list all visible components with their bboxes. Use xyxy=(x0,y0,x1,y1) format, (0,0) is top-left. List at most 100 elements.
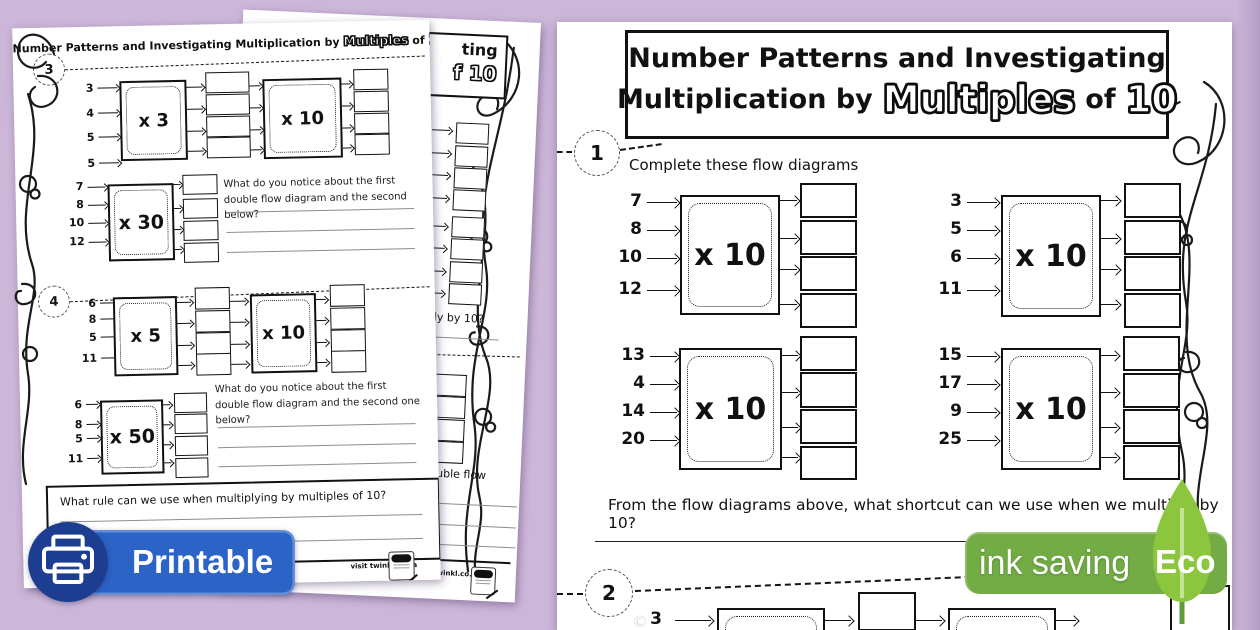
answer-box xyxy=(331,350,367,373)
operator-label: x 10 xyxy=(1015,391,1087,427)
arrow-right-icon xyxy=(781,427,798,428)
arrow-right-icon xyxy=(650,384,677,385)
answer-box xyxy=(205,71,250,94)
answer-box xyxy=(206,115,251,138)
answer-box xyxy=(206,136,251,159)
answer-line xyxy=(217,443,416,449)
section-divider-dashed xyxy=(557,151,572,153)
arrow-right-icon xyxy=(230,321,247,323)
operator-label: x 10 xyxy=(694,237,766,273)
section-number: 1 xyxy=(590,141,604,165)
operator-label: x 10 xyxy=(280,107,325,130)
answer-box xyxy=(1124,293,1181,328)
section-number-badge: 1 xyxy=(574,130,620,176)
arrow-right-icon xyxy=(184,108,203,110)
arrow-right-icon xyxy=(231,363,248,365)
page-title-bubble: Multiples xyxy=(882,77,1076,122)
arrow-right-icon xyxy=(98,136,119,138)
arrow-right-icon xyxy=(97,112,118,114)
copyright-watermark: © xyxy=(632,612,648,630)
arrow-right-icon xyxy=(781,457,798,458)
operator-label: x 10 xyxy=(694,391,767,427)
input-number: 13 xyxy=(621,345,645,365)
answer-box xyxy=(1123,336,1180,371)
input-number: 5 xyxy=(950,219,962,239)
arrow-right-icon xyxy=(647,230,677,231)
answer-box xyxy=(451,216,486,239)
swirl-decoration xyxy=(14,33,59,486)
worksheet-page-back: ting f 10 tiply by 10? double flow xyxy=(216,9,542,603)
section-number-badge: 2 xyxy=(585,569,633,617)
input-number: 15 xyxy=(938,345,962,365)
arrow-right-icon xyxy=(675,620,711,621)
answer-box xyxy=(205,93,251,116)
arrow-right-icon xyxy=(229,300,246,302)
operator-label: x 50 xyxy=(109,425,156,449)
page-title-line2: Multiplication by Multiples of 10 xyxy=(617,77,1178,122)
answer-box xyxy=(175,457,209,479)
arrow-right-icon xyxy=(97,87,118,89)
arrow-right-icon xyxy=(174,301,191,304)
answer-box xyxy=(800,256,857,291)
arrow-right-icon xyxy=(650,356,677,357)
arrow-right-icon xyxy=(249,85,261,87)
arrow-right-icon xyxy=(1100,269,1118,270)
answer-box xyxy=(173,392,208,414)
twinkl-logo-icon xyxy=(388,551,415,581)
answer-line xyxy=(226,248,415,253)
worksheet-page-main: Number Patterns and Investigating Multip… xyxy=(557,22,1232,630)
answer-box xyxy=(1124,220,1181,255)
arrow-right-icon xyxy=(432,129,451,132)
arrow-right-icon xyxy=(175,344,192,347)
arrow-right-icon xyxy=(650,412,677,413)
input-number: 25 xyxy=(938,429,962,449)
answer-box xyxy=(800,409,857,444)
answer-box xyxy=(353,90,390,113)
ink-saving-label: ink saving xyxy=(979,544,1131,582)
arrow-right-icon xyxy=(967,202,997,203)
operator-box: x 10 xyxy=(680,195,780,315)
answer-box xyxy=(183,220,219,241)
answer-box xyxy=(455,122,490,145)
input-number: 3 xyxy=(650,609,662,629)
arrow-right-icon xyxy=(185,130,204,132)
answer-box xyxy=(1123,445,1180,480)
input-number: 11 xyxy=(938,279,962,299)
answer-box xyxy=(452,189,487,212)
printer-icon xyxy=(42,534,94,584)
instruction-text: Complete these flow diagrams xyxy=(629,156,859,174)
arrow-right-icon xyxy=(781,392,798,393)
operator-box: x 5 xyxy=(112,296,179,377)
answer-box xyxy=(195,331,232,355)
leaf-icon xyxy=(1153,479,1211,624)
answer-box xyxy=(800,183,857,218)
answer-box xyxy=(800,293,857,328)
operator-box: x 10 xyxy=(1001,348,1101,470)
arrow-right-icon xyxy=(1100,200,1118,201)
answer-box xyxy=(1123,409,1180,444)
operator-box xyxy=(948,608,1056,630)
arrow-right-icon xyxy=(176,364,193,367)
page-title-bubble: 10 xyxy=(1125,77,1178,122)
answer-box xyxy=(174,435,209,457)
arrow-right-icon xyxy=(779,200,797,201)
answer-box xyxy=(453,167,488,190)
arrow-right-icon xyxy=(967,440,997,441)
arrow-right-icon xyxy=(250,129,262,131)
answer-box xyxy=(800,372,857,408)
arrow-right-icon xyxy=(1100,392,1117,393)
answer-box xyxy=(330,329,367,352)
arrow-right-icon xyxy=(779,238,797,239)
input-number: 6 xyxy=(950,247,962,267)
answer-line xyxy=(595,541,990,542)
answer-box xyxy=(183,242,220,263)
answer-line xyxy=(218,462,417,468)
arrow-right-icon xyxy=(1056,620,1076,621)
arrow-right-icon xyxy=(650,440,677,441)
section-divider-dashed xyxy=(557,593,583,595)
operator-box: x 10 xyxy=(262,77,343,160)
answer-box xyxy=(182,198,219,219)
answer-line xyxy=(226,228,415,233)
arrow-right-icon xyxy=(430,152,450,155)
answer-box xyxy=(800,446,857,480)
